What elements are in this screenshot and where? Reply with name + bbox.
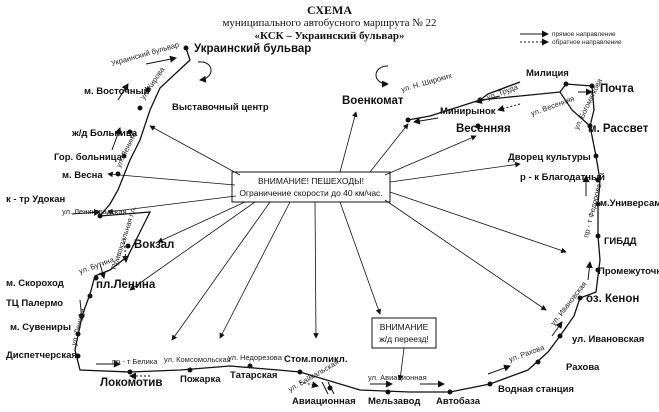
stop-rk-blagodatny: р - к Благодатный bbox=[520, 172, 605, 183]
stop-vodnaya-stantsiya: Водная станция bbox=[498, 384, 574, 395]
street-lenina-south: ул. Ленина bbox=[69, 307, 87, 347]
u-turn-icon-east bbox=[375, 65, 389, 88]
stop-zd-bolnitsa: ж/д Больница bbox=[71, 128, 138, 139]
street-leningradskaya: ул. Ленинградская bbox=[62, 207, 127, 216]
stop-avtobaza: Автобаза bbox=[436, 396, 481, 407]
railway-crossing-text: ж/д переезд! bbox=[379, 334, 429, 344]
stop-tc-palermo: ТЦ Палермо bbox=[6, 298, 63, 309]
stop-m-rassvet: м. Рассвет bbox=[588, 123, 649, 135]
stop-militsiya: Милиция bbox=[526, 68, 569, 79]
stop-dispetcherskaya: Диспетчерская bbox=[6, 350, 77, 361]
stop-m-vostochny: м. Восточный bbox=[84, 86, 150, 97]
stop-vystavochny: Выставочный центр bbox=[172, 102, 269, 113]
street-rakhova: ул. Рахова bbox=[508, 342, 547, 363]
railway-crossing-notice-box bbox=[371, 317, 437, 349]
stop-lokomotiv: Локомотив bbox=[100, 377, 162, 389]
route-line-west bbox=[74, 47, 601, 393]
street-nederezova: ул. Недорезова bbox=[228, 353, 283, 362]
stop-voenkomat: Военкомат bbox=[342, 95, 404, 107]
railway-crossing-title: ВНИМАНИЕ bbox=[380, 322, 429, 332]
stop-vokzal: Вокзал bbox=[134, 239, 174, 251]
stop-skorokhod: м. Скороход bbox=[6, 278, 64, 289]
notice-rays bbox=[107, 111, 567, 341]
stop-markers bbox=[75, 45, 601, 395]
direction-arrows bbox=[71, 55, 593, 389]
legend: прямое направление обратное направление bbox=[520, 30, 622, 46]
street-beliki: пр - т Белика bbox=[112, 357, 158, 366]
stop-gibdd: ГИБДД bbox=[604, 236, 637, 247]
stop-tatarskaya: Татарская bbox=[230, 370, 277, 381]
stop-udokan: к - тр Удокан bbox=[6, 194, 65, 205]
stop-ukrainian-blvd: Украинский бульвар bbox=[194, 43, 311, 55]
diagram-title: СХЕМА bbox=[306, 3, 353, 17]
stop-m-vesna: м. Весна bbox=[62, 170, 103, 181]
stop-oz-kenon: оз. Кенон bbox=[586, 293, 639, 305]
stop-aviatsionnaya: Авиационная bbox=[292, 396, 356, 407]
street-ukr-blvd: Украинский бульвар bbox=[110, 40, 180, 68]
stop-dvorets-kultury: Дворец культуры bbox=[508, 152, 591, 163]
street-aviatsionnaya: ул. Авиационная bbox=[368, 373, 427, 382]
stop-melzavod: Мельзавод bbox=[368, 396, 420, 407]
diagram-route-name: «КСК – Украинский бульвар» bbox=[254, 30, 405, 42]
legend-forward: прямое направление bbox=[552, 31, 616, 38]
pedestrian-notice-box bbox=[231, 171, 391, 203]
legend-reverse: обратное направление bbox=[552, 38, 622, 46]
street-komsomolskaya: ул. Комсомольская bbox=[164, 355, 231, 364]
stop-rakhova: Рахова bbox=[566, 362, 600, 373]
street-ivanovskaya: ул. Ивановская bbox=[548, 280, 588, 327]
pedestrian-notice-text: Ограничение скорости до 40 км/час. bbox=[239, 188, 382, 198]
stop-gor-bolnitsa: Гор. больница bbox=[54, 152, 123, 163]
diagram-subtitle: муниципального автобусного маршрута № 22 bbox=[222, 17, 437, 29]
stop-stom-poliklin: Стом.поликл. bbox=[284, 354, 347, 365]
u-turn-icon-west bbox=[197, 61, 212, 83]
stop-vesennyaya: Весенняя bbox=[456, 123, 511, 135]
stop-suveniry: м. Сувениры bbox=[10, 322, 71, 333]
pedestrian-notice-title: ВНИМАНИЕ! ПЕШЕХОДЫ! bbox=[258, 176, 364, 186]
stop-pochta: Почта bbox=[600, 83, 634, 95]
stop-pozharka: Пожарка bbox=[180, 374, 221, 385]
street-shirokikh: ул. Н. Широких bbox=[400, 71, 453, 94]
stop-ul-ivanovskaya: ул. Ивановская bbox=[572, 334, 644, 345]
stop-minirynok: Минирынок bbox=[440, 106, 496, 117]
street-fedorova: пр - т Федорова bbox=[581, 182, 603, 238]
stop-pl-lenina: пл.Ленина bbox=[96, 279, 156, 291]
street-truda: ул. Труда bbox=[486, 82, 520, 102]
stop-m-universam: м.Универсам bbox=[600, 198, 659, 209]
street-kirova: ул. Кирова bbox=[138, 65, 167, 101]
railway-crossing-pointer bbox=[397, 347, 405, 381]
stop-promezhutochnaya: Промежуточная bbox=[598, 266, 659, 277]
